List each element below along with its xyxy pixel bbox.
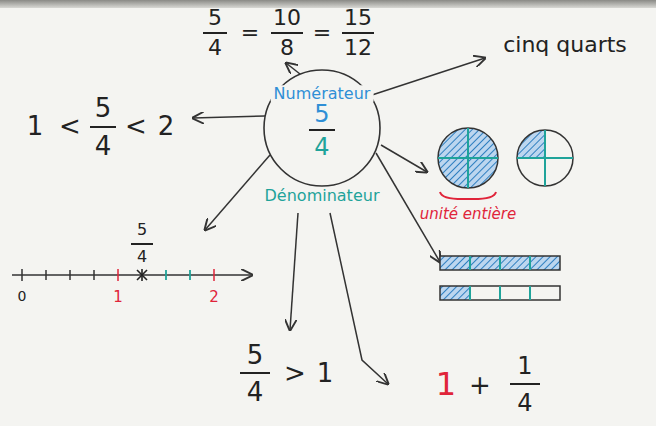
axis-number: 1 — [113, 289, 123, 306]
board-edge — [0, 0, 656, 8]
fraction-bars — [90, 33, 540, 384]
denominator-word: Dénominateur — [262, 187, 383, 205]
number-line — [12, 269, 252, 281]
fraction-part: 5 — [247, 341, 264, 370]
bound-number: 2 — [158, 112, 175, 141]
numerator: 5 — [314, 101, 329, 127]
fraction-part: 5 — [95, 94, 112, 123]
fraction-part: 1 — [517, 353, 532, 379]
equivalent-fraction: 5 — [208, 6, 222, 30]
equivalent-fraction: 12 — [344, 36, 372, 60]
whole-unit-label: unité entière — [420, 206, 516, 223]
point-fraction: 4 — [137, 248, 147, 266]
bar-models — [440, 256, 560, 300]
pie-diagrams — [438, 128, 573, 199]
plus-sign: + — [469, 371, 491, 400]
equivalent-fraction: 15 — [344, 6, 372, 30]
fraction-part: 4 — [247, 378, 264, 407]
fraction-part: 4 — [95, 132, 112, 161]
equivalent-fraction: 10 — [273, 6, 301, 30]
denominator: 4 — [314, 134, 329, 160]
axis-number: 2 — [209, 289, 219, 306]
comparison-sign: < — [125, 112, 147, 141]
point-fraction: 5 — [137, 221, 147, 239]
fraction-words: cinq quarts — [503, 33, 627, 57]
comparison-number: 1 — [317, 359, 334, 388]
equivalent-fraction: 8 — [280, 36, 294, 60]
axis-number: 0 — [18, 289, 27, 304]
equivalent-fraction: 4 — [208, 36, 222, 60]
whole-number: 1 — [436, 367, 456, 402]
comparison-sign: > — [284, 359, 306, 388]
equals-sign: = — [313, 21, 331, 45]
equals-sign: = — [241, 21, 259, 45]
central-circle: Numérateur54Dénominateur — [247, 62, 397, 212]
comparison-sign: < — [59, 112, 81, 141]
bound-number: 1 — [27, 112, 44, 141]
fraction-part: 4 — [517, 390, 532, 416]
